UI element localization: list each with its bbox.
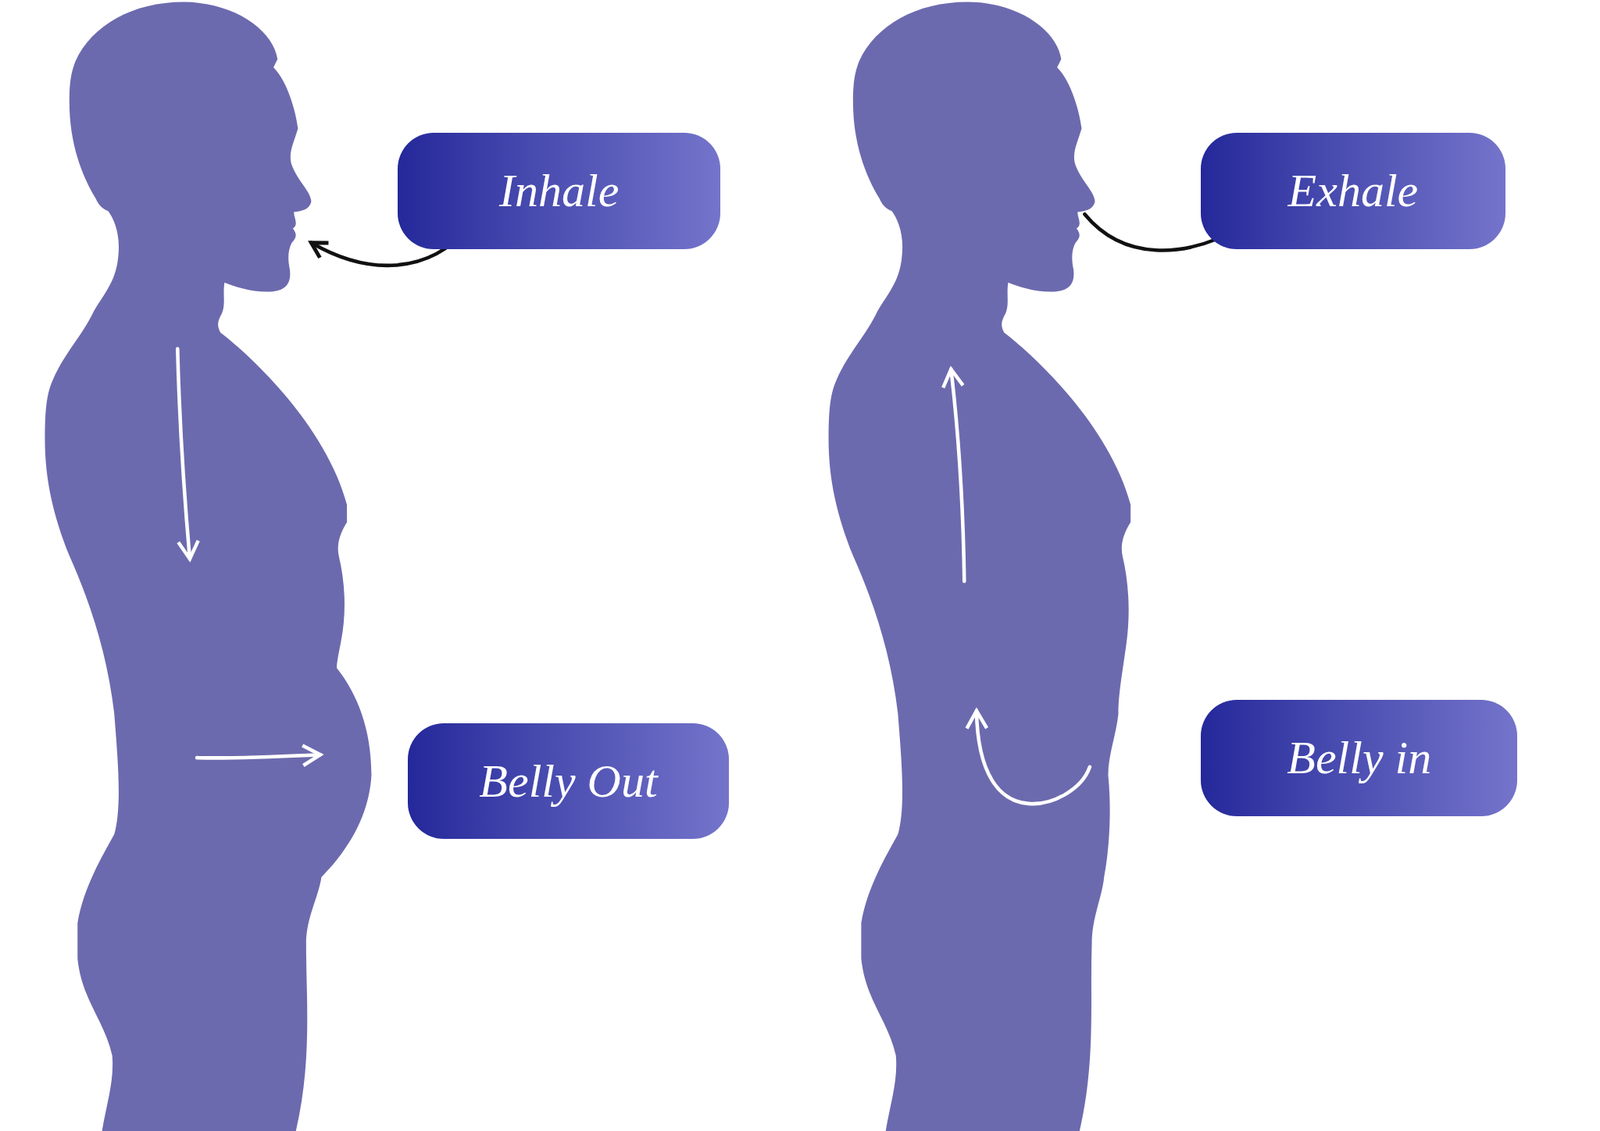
body-silhouette bbox=[44, 2, 372, 1131]
diaphragm-arrow bbox=[950, 369, 965, 583]
box-label: Belly in bbox=[1286, 732, 1432, 784]
box-label: Exhale bbox=[1288, 164, 1419, 217]
label-box: Inhale bbox=[397, 132, 721, 250]
box-label: Belly Out bbox=[478, 755, 658, 808]
label-box: Belly in bbox=[1200, 700, 1518, 817]
label-box: Belly Out bbox=[407, 723, 729, 840]
label-box: Exhale bbox=[1200, 132, 1505, 250]
diaphragm-arrow bbox=[177, 349, 190, 560]
box-label: Inhale bbox=[499, 164, 619, 217]
belly-arrow bbox=[976, 710, 1090, 804]
belly-arrow bbox=[196, 754, 321, 758]
body-silhouette bbox=[828, 2, 1132, 1131]
